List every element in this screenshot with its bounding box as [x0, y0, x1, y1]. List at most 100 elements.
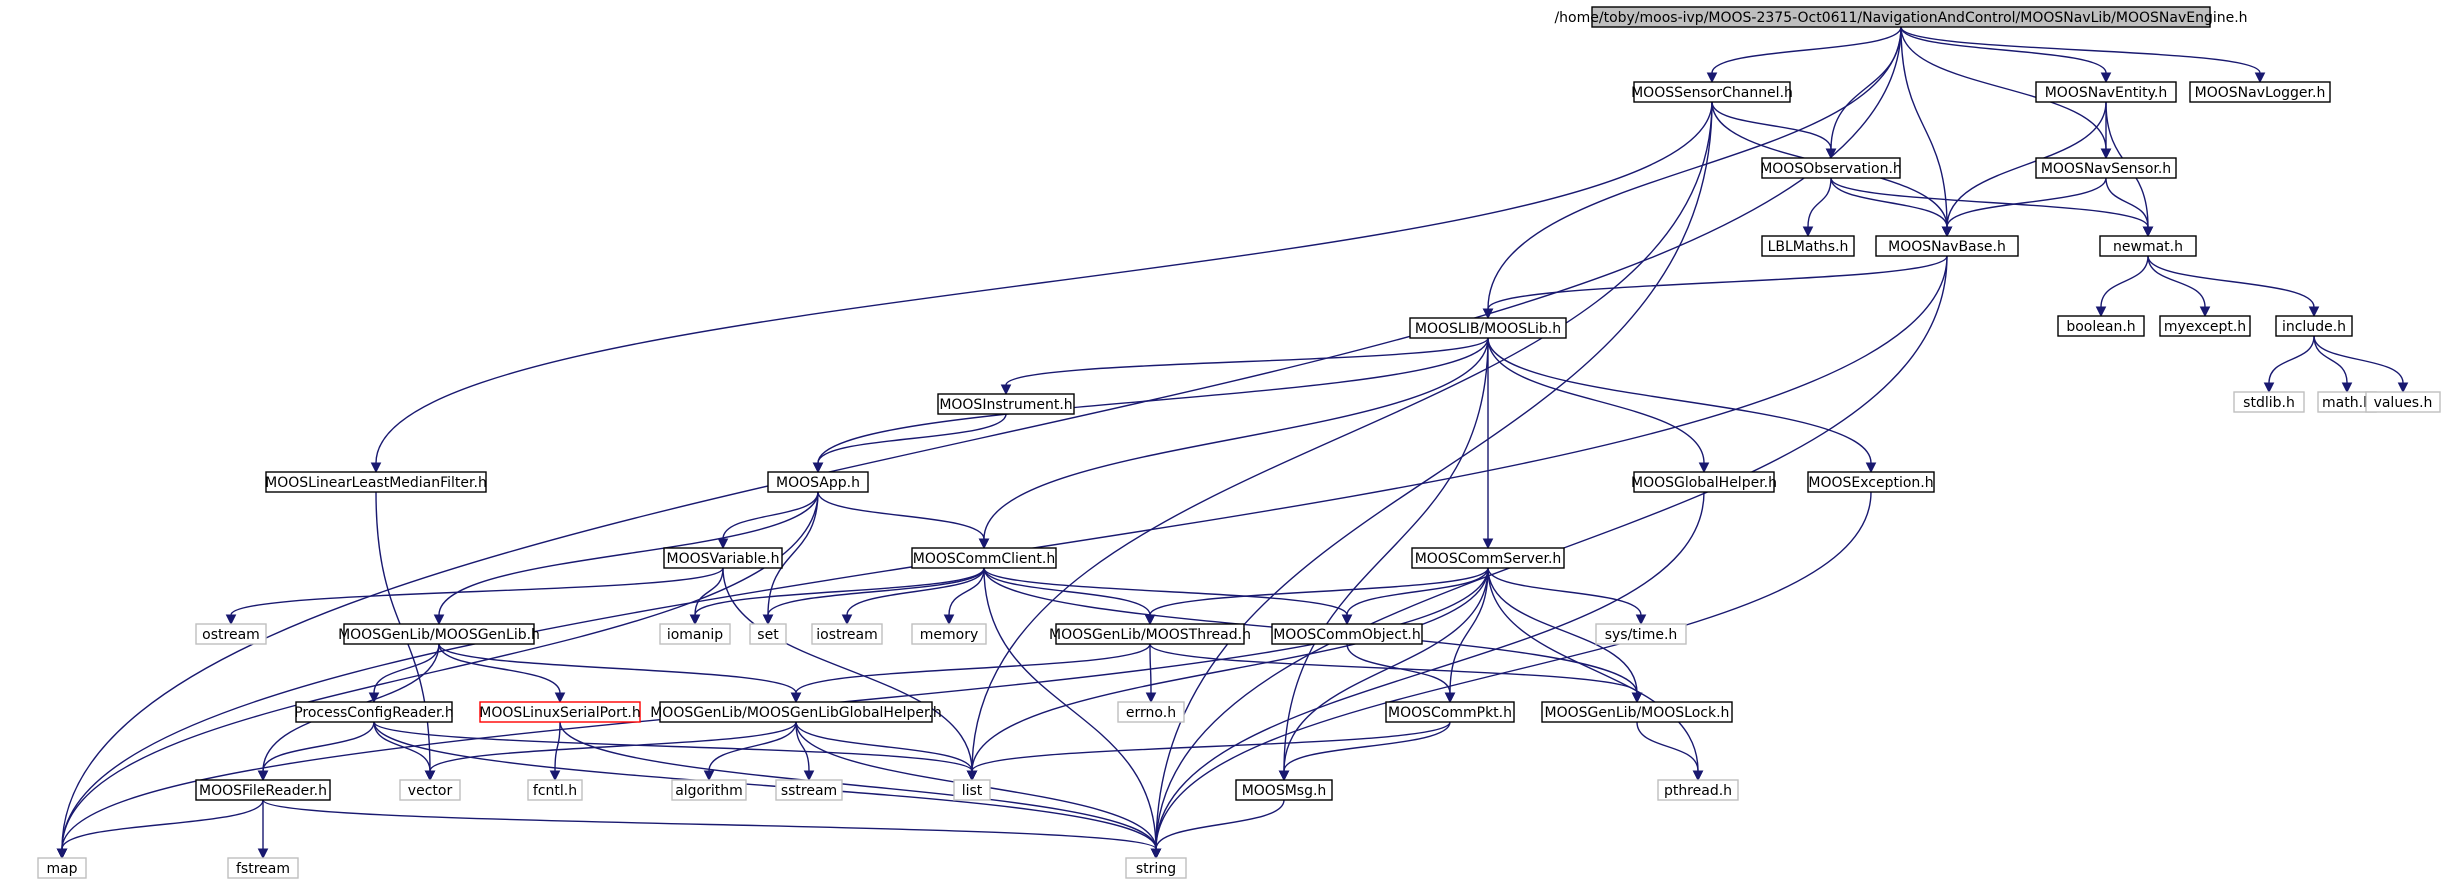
node-label: pthread.h	[1664, 783, 1732, 799]
edge-commserver-to-systime	[1487, 567, 1647, 626]
edge-genlib-to-configreader	[368, 643, 440, 704]
node-lblmaths[interactable]: LBLMaths.h	[1761, 235, 1855, 257]
node-variable[interactable]: MOOSVariable.h	[663, 547, 783, 569]
node-values: values.h	[2365, 391, 2441, 413]
node-label: MOOSMsg.h	[1242, 783, 1327, 799]
edge-exception-to-string	[1150, 491, 1872, 860]
node-filereader[interactable]: MOOSFileReader.h	[195, 779, 331, 801]
edge-genlibglobal-to-vector	[424, 721, 797, 782]
node-box	[195, 779, 331, 801]
node-label: MOOSVariable.h	[666, 551, 779, 567]
edge-commserver-to-commobject	[1341, 567, 1489, 626]
node-include[interactable]: include.h	[2275, 315, 2353, 337]
edge-instrument-to-moosapp	[812, 413, 1007, 474]
node-serialport[interactable]: MOOSLinuxSerialPort.h	[479, 701, 641, 723]
node-genlib[interactable]: MOOSGenLib/MOOSGenLib.h	[338, 623, 540, 645]
node-label: MOOSLinuxSerialPort.h	[479, 705, 640, 721]
node-label: MOOSGenLib/MOOSLock.h	[1545, 705, 1730, 721]
node-box	[1117, 701, 1185, 723]
edge-navbase-to-mooslib	[1482, 255, 1948, 320]
edge-genlib-to-serialport	[438, 643, 566, 704]
node-label: MOOSCommPkt.h	[1388, 705, 1512, 721]
node-instrument[interactable]: MOOSInstrument.h	[937, 393, 1075, 415]
edge-thread-to-errno	[1145, 643, 1157, 704]
node-linfilter[interactable]: MOOSLinearLeastMedianFilter.h	[265, 471, 487, 493]
node-label: MOOSCommObject.h	[1273, 627, 1421, 643]
node-label: ostream	[202, 627, 260, 643]
node-box	[1633, 81, 1791, 103]
edge-mooslib-to-exception	[1487, 337, 1877, 474]
node-label: ProcessConfigReader.h	[294, 705, 454, 721]
edge-commclient-to-set	[762, 567, 985, 626]
node-box	[227, 857, 299, 879]
node-iostream: iostream	[811, 623, 883, 645]
edge-thread-to-lock	[1149, 643, 1643, 704]
node-mooslib[interactable]: MOOSLIB/MOOSLib.h	[1409, 317, 1567, 339]
node-commserver[interactable]: MOOSCommServer.h	[1411, 547, 1565, 569]
edge-observation-to-lblmaths	[1802, 177, 1832, 238]
node-box	[937, 393, 1075, 415]
node-genlibglobal[interactable]: MOOSGenLib/MOOSGenLibGlobalHelper.h	[650, 701, 942, 723]
edge-root-to-map	[56, 26, 1902, 860]
node-moosapp[interactable]: MOOSApp.h	[767, 471, 869, 493]
node-label: MOOSNavEntity.h	[2045, 85, 2168, 101]
node-root[interactable]: /home/toby/moos-ivp/MOOS-2375-Oct0611/Na…	[1554, 6, 2248, 28]
node-label: iostream	[816, 627, 878, 643]
node-navlogger[interactable]: MOOSNavLogger.h	[2189, 81, 2331, 103]
node-label: set	[757, 627, 779, 643]
node-box	[2189, 81, 2331, 103]
node-myexcept[interactable]: myexcept.h	[2159, 315, 2251, 337]
edge-navsensor-to-newmat	[2105, 177, 2154, 238]
node-configreader[interactable]: ProcessConfigReader.h	[294, 701, 454, 723]
node-box	[527, 779, 583, 801]
edge-moosapp-to-commclient	[817, 491, 990, 550]
edge-thread-to-genlibglobal	[790, 643, 1151, 704]
edge-variable-to-ostream	[225, 567, 724, 626]
node-thread[interactable]: MOOSGenLib/MOOSThread.h	[1049, 623, 1251, 645]
node-set: set	[749, 623, 787, 645]
edge-configreader-to-list	[373, 721, 978, 782]
node-lock[interactable]: MOOSGenLib/MOOSLock.h	[1541, 701, 1733, 723]
node-label: memory	[920, 627, 979, 643]
edge-root-to-naventity	[1900, 26, 2112, 84]
node-label: sys/time.h	[1605, 627, 1678, 643]
edge-configreader-to-filereader	[257, 721, 375, 782]
node-commobject[interactable]: MOOSCommObject.h	[1271, 623, 1423, 645]
node-box	[1385, 701, 1515, 723]
edge-root-to-sensorch	[1706, 26, 1902, 84]
node-box	[399, 779, 461, 801]
node-boolean[interactable]: boolean.h	[2057, 315, 2145, 337]
node-label: newmat.h	[2113, 239, 2183, 255]
node-globalhelper[interactable]: MOOSGlobalHelper.h	[1631, 471, 1777, 493]
node-box	[1633, 471, 1775, 493]
node-box	[2365, 391, 2441, 413]
node-sensorch[interactable]: MOOSSensorChannel.h	[1631, 81, 1793, 103]
edge-mooslib-to-moosapp	[812, 337, 1489, 474]
edge-commclient-to-iomanip	[689, 567, 985, 626]
node-commpkt[interactable]: MOOSCommPkt.h	[1385, 701, 1515, 723]
node-navsensor[interactable]: MOOSNavSensor.h	[2035, 157, 2177, 179]
node-observation[interactable]: MOOSObservation.h	[1760, 157, 1902, 179]
node-box	[767, 471, 869, 493]
node-label: myexcept.h	[2164, 319, 2246, 335]
node-label: MOOSFileReader.h	[199, 783, 327, 799]
node-box	[1807, 471, 1935, 493]
node-box	[749, 623, 787, 645]
node-newmat[interactable]: newmat.h	[2099, 235, 2197, 257]
node-naventity[interactable]: MOOSNavEntity.h	[2035, 81, 2177, 103]
edge-filereader-to-string	[262, 799, 1162, 860]
node-label: list	[962, 783, 983, 799]
edge-commserver-to-list	[966, 567, 1489, 782]
node-string: string	[1125, 857, 1187, 879]
node-exception[interactable]: MOOSException.h	[1807, 471, 1935, 493]
edge-root-to-navlogger	[1900, 26, 2266, 84]
node-errno: errno.h	[1117, 701, 1185, 723]
edge-newmat-to-include	[2147, 255, 2320, 318]
node-commclient[interactable]: MOOSCommClient.h	[911, 547, 1057, 569]
node-navbase[interactable]: MOOSNavBase.h	[1875, 235, 2019, 257]
node-label: include.h	[2282, 319, 2346, 335]
edge-commclient-to-commobject	[983, 567, 1353, 626]
node-box	[1411, 547, 1565, 569]
node-moosmsg[interactable]: MOOSMsg.h	[1235, 779, 1333, 801]
edge-genlib-to-genlibglobal	[438, 643, 802, 704]
